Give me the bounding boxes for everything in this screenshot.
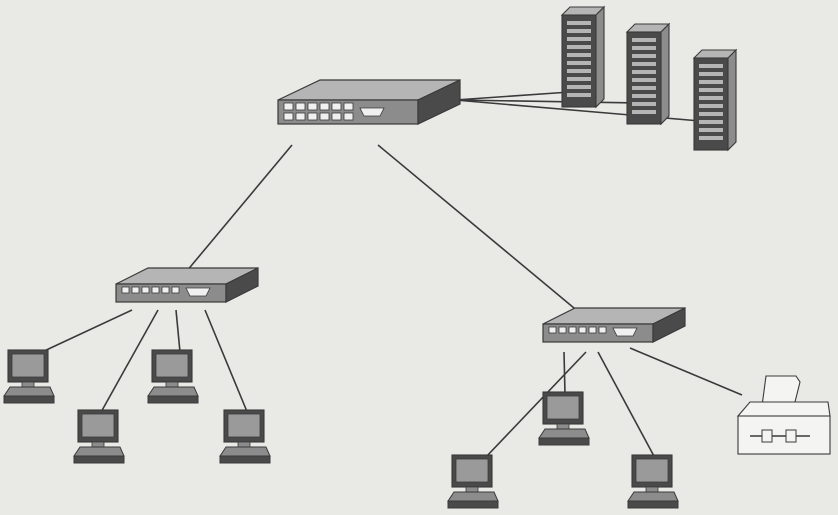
server-tower-icon: [625, 22, 671, 126]
desktop-computer-icon: [147, 349, 199, 404]
network-switch-icon: [277, 79, 461, 125]
devices-layer: [3, 5, 831, 509]
network-switch-icon: [115, 267, 259, 303]
link-right-switch-to-workstation-7: [597, 351, 656, 459]
printer-icon: [736, 375, 831, 455]
desktop-computer-icon: [627, 454, 679, 509]
link-main-switch-to-left-switch: [185, 144, 293, 273]
link-main-switch-to-server-2: [454, 99, 641, 104]
desktop-computer-icon: [447, 454, 499, 509]
server-tower-icon: [560, 5, 606, 109]
desktop-computer-icon: [538, 391, 590, 446]
links-layer: [41, 91, 743, 459]
link-right-switch-to-workstation-5: [563, 351, 566, 395]
desktop-computer-icon: [73, 409, 125, 464]
link-right-switch-to-printer-1: [629, 347, 743, 396]
link-left-switch-to-workstation-4: [204, 309, 249, 415]
link-left-switch-to-workstation-1: [41, 309, 133, 353]
link-main-switch-to-server-3: [454, 99, 713, 123]
server-tower-icon: [692, 48, 738, 152]
link-main-switch-to-server-1: [454, 91, 571, 101]
link-main-switch-to-right-switch: [377, 144, 581, 314]
link-right-switch-to-workstation-6: [484, 351, 587, 459]
desktop-computer-icon: [3, 349, 55, 404]
network-switch-icon: [542, 307, 686, 343]
desktop-computer-icon: [219, 409, 271, 464]
link-left-switch-to-workstation-2: [99, 309, 159, 415]
link-left-switch-to-workstation-3: [175, 309, 181, 353]
